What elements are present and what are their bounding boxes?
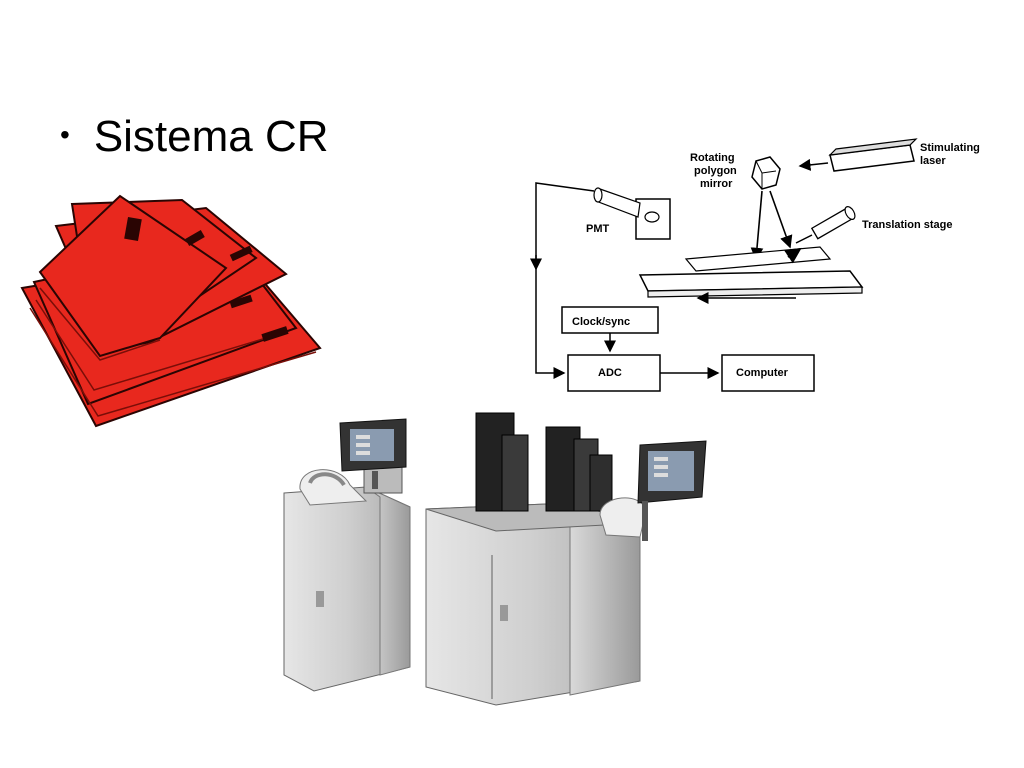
imaging-plate-cassettes-illustration <box>20 194 322 428</box>
label-laser: laser <box>920 155 946 167</box>
cassette-latch <box>261 326 289 342</box>
label-clock-sync: Clock/sync <box>572 316 630 328</box>
label-adc: ADC <box>598 367 622 379</box>
bullet: • <box>60 119 70 150</box>
label-stimulating: Stimulating <box>920 142 980 154</box>
computer-box <box>721 354 815 392</box>
cassette-latch <box>229 294 253 309</box>
cr-reader-machines-illustration <box>283 412 707 706</box>
label-polygon: polygon <box>694 165 737 177</box>
slide-title: • Sistema CR <box>60 112 329 162</box>
cassette-1 <box>38 194 228 358</box>
label-translation-stage: Translation stage <box>862 219 952 231</box>
cr-reader-left <box>283 418 411 692</box>
cassette-latch <box>124 216 142 242</box>
cassette-latch <box>185 230 205 246</box>
clock-sync-box <box>561 306 659 334</box>
cr-reader-right <box>425 412 707 706</box>
title-text: Sistema CR <box>93 112 329 161</box>
label-computer: Computer <box>736 367 789 379</box>
rotating-polygon-mirror <box>751 156 781 190</box>
label-rotating: Rotating <box>690 152 735 164</box>
label-pmt: PMT <box>586 223 610 235</box>
stimulating-laser <box>798 138 918 172</box>
translation-stage <box>638 206 864 298</box>
label-mirror: mirror <box>700 178 733 190</box>
pmt <box>593 187 671 240</box>
cr-schematic-diagram: Stimulating laser Rotating polygon mirro… <box>530 138 980 392</box>
cassette-latch <box>229 245 253 262</box>
